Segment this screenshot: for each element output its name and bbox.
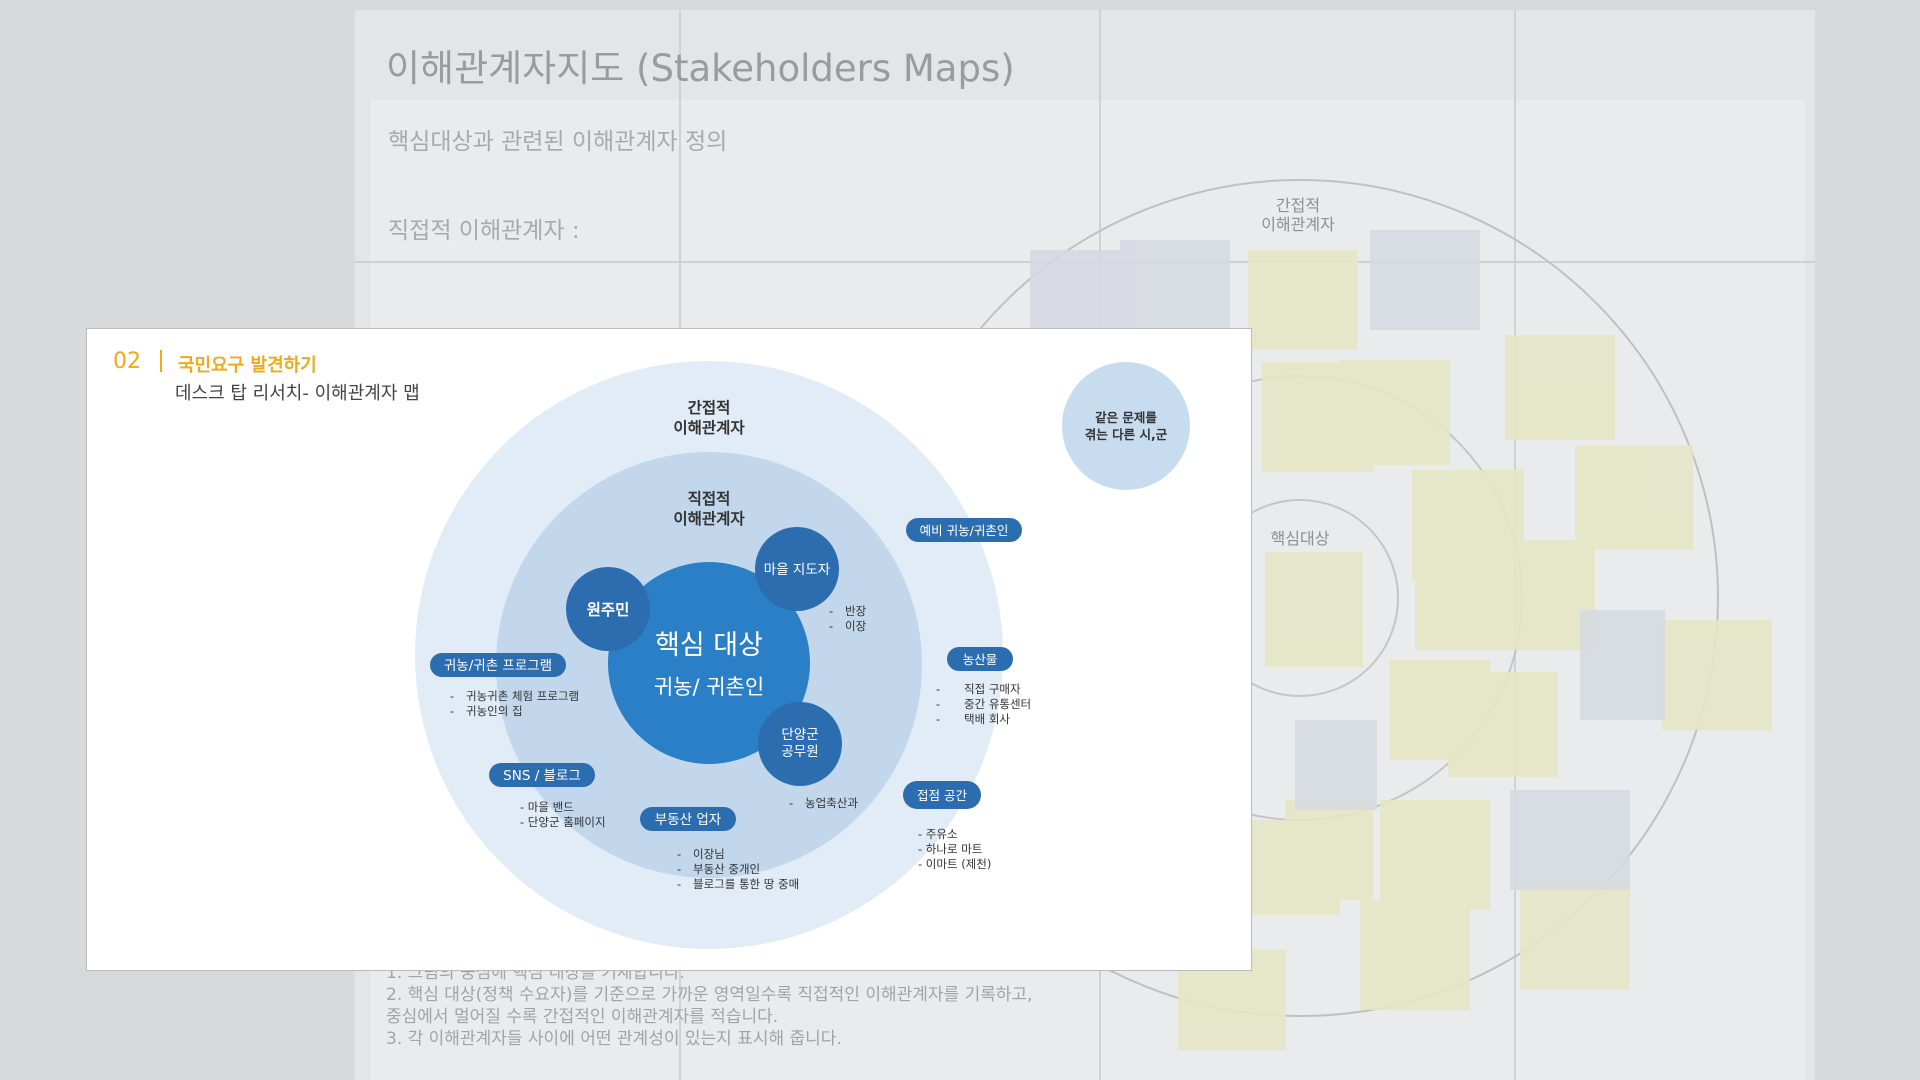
note-item: 직접 구매자: [964, 682, 1021, 696]
instruction-line: 3. 각 이해관계자들 사이에 어떤 관계성이 있는지 표시해 줍니다.: [386, 1028, 1033, 1050]
program-pill-label: 귀농/귀촌 프로그램: [444, 658, 552, 674]
board-core-label: 핵심대상: [1250, 525, 1350, 549]
note-dash: -: [789, 796, 793, 810]
note-dash: -: [829, 604, 833, 618]
note-item: 반장: [845, 604, 867, 618]
note-dash: -: [936, 712, 940, 726]
realestate-pill-label: 부동산 업자: [655, 812, 722, 828]
contact-pill-label: 접점 공간: [917, 788, 967, 803]
note-item: 이장: [845, 619, 867, 633]
stakeholder-diagram: 간접적 이해관계자 직접적 이해관계자 핵심 대상 귀농/ 귀촌인 같은 문제를…: [87, 329, 1253, 972]
instruction-line: 중심에서 멀어질 수록 간접적인 이해관계자를 적습니다.: [386, 1006, 1033, 1028]
note-item: 중간 유통센터: [964, 697, 1031, 711]
note-dash: -: [677, 862, 681, 876]
official-label-line1: 단양군: [781, 727, 818, 743]
other-regions-line1: 같은 문제를: [1095, 410, 1157, 425]
board-indirect-label-line2: 이해관계자: [1238, 215, 1358, 234]
note-item: - 마을 밴드: [520, 800, 574, 814]
stakeholder-map-slide: 02 국민요구 발견하기 데스크 탑 리서치- 이해관계자 맵 간접적 이해관계…: [86, 328, 1252, 971]
board-title: 이해관계자지도 (Stakeholders Maps): [386, 38, 1015, 92]
official-label-line2: 공무원: [781, 744, 818, 760]
note-item: - 주유소: [918, 827, 958, 841]
board-definition-label: 핵심대상과 관련된 이해관계자 정의: [388, 122, 727, 156]
note-item: 이장님: [693, 847, 725, 861]
note-item: 부동산 중개인: [693, 862, 760, 876]
note-item: - 하나로 마트: [918, 842, 982, 856]
board-indirect-label: 간접적 이해관계자: [1238, 196, 1358, 234]
board-direct-label: 직접적 이해관계자 :: [388, 211, 580, 245]
indirect-label-line1: 간접적: [688, 398, 731, 417]
note-item: 택배 회사: [964, 712, 1010, 726]
village-leader-label: 마을 지도자: [764, 562, 831, 578]
resident-label: 원주민: [587, 601, 630, 619]
other-regions-line2: 겪는 다른 시,군: [1085, 427, 1168, 442]
note-item: 귀농귀촌 체험 프로그램: [466, 689, 579, 703]
note-item: - 단양군 홈페이지: [520, 815, 606, 829]
note-item: 귀농인의 집: [466, 704, 523, 718]
note-dash: -: [677, 847, 681, 861]
note-dash: -: [677, 877, 681, 891]
board-indirect-label-line1: 간접적: [1238, 196, 1358, 215]
contact-notes: - 주유소 - 하나로 마트 - 이마트 (제천): [918, 827, 991, 871]
instruction-line: 2. 핵심 대상(정책 수요자)를 기준으로 가까운 영역일수록 직접적인 이해…: [386, 984, 1033, 1006]
direct-label-line1: 직접적: [688, 489, 731, 508]
core-title: 핵심 대상: [655, 630, 763, 661]
direct-label-line2: 이해관계자: [673, 509, 745, 528]
note-dash: -: [936, 682, 940, 696]
note-item: 블로그를 통한 땅 중매: [693, 877, 799, 891]
note-dash: -: [936, 697, 940, 711]
indirect-label-line2: 이해관계자: [673, 418, 745, 437]
note-dash: -: [829, 619, 833, 633]
note-dash: -: [450, 704, 454, 718]
note-dash: -: [450, 689, 454, 703]
note-item: - 이마트 (제천): [918, 857, 991, 871]
note-item: 농업축산과: [805, 796, 858, 810]
core-subtitle: 귀농/ 귀촌인: [654, 675, 764, 699]
sns-pill-label: SNS / 블로그: [503, 768, 581, 784]
prospective-pill-label: 예비 귀농/귀촌인: [920, 523, 1009, 538]
board-instructions: 1. 그림의 중심에 핵심 대상을 기재합니다. 2. 핵심 대상(정책 수요자…: [386, 962, 1033, 1050]
other-regions-circle: [1062, 362, 1190, 490]
produce-pill-label: 농산물: [963, 652, 998, 667]
